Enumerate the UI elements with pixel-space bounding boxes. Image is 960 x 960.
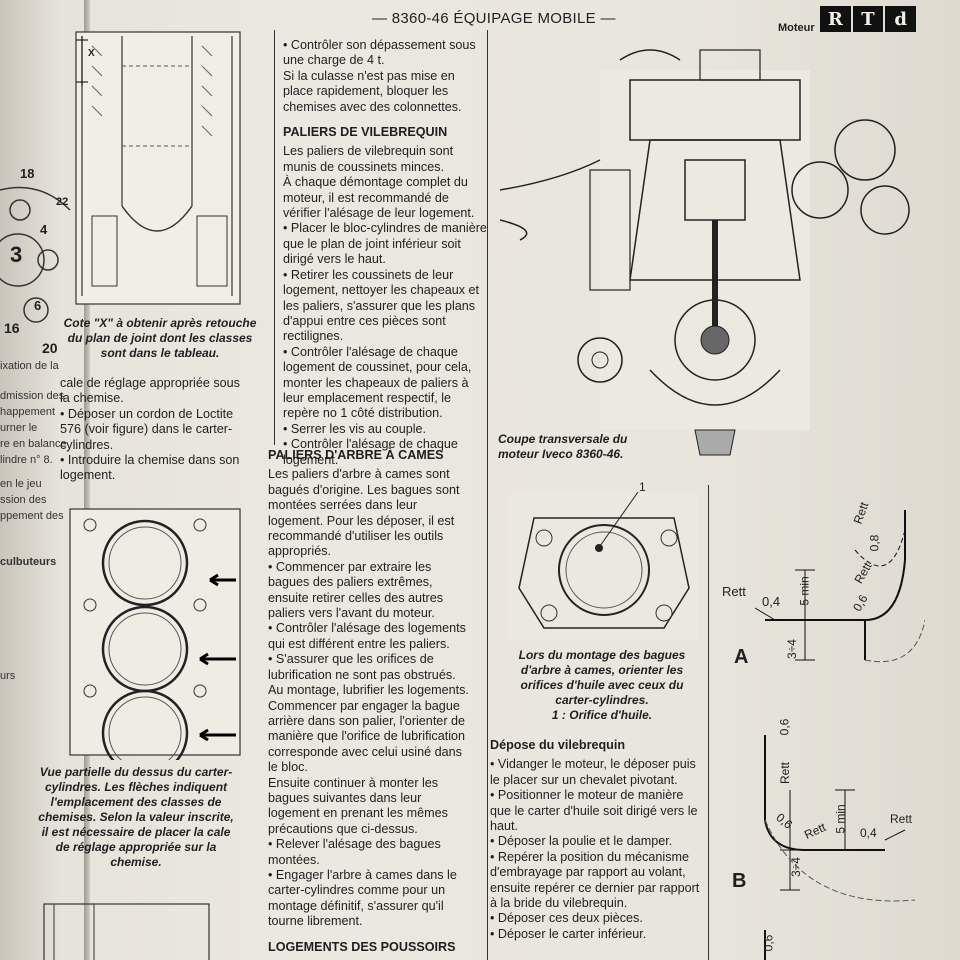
partial-figure-bottom <box>43 903 210 960</box>
left-column-text: cale de réglage appropriée sous la chemi… <box>60 376 250 484</box>
diagram-label-b: B <box>732 870 747 892</box>
paragraph: • Déposer ces deux pièces. <box>490 911 643 926</box>
cylinder-torque-diagram <box>0 186 71 323</box>
paragraph: • Contrôler l'alésage de chaque logement… <box>283 344 472 421</box>
dimension-label: 3÷4 <box>784 639 799 659</box>
column-paliers-vilebrequin: • Contrôler son dépassement sous une cha… <box>283 38 488 468</box>
caption-crankcase-top-view: Vue partielle du dessus du carter-cylind… <box>38 765 234 869</box>
paragraph: • Placer le bloc-cylindres de manière qu… <box>283 221 487 267</box>
paragraph: Les paliers de vilebrequin sont munis de… <box>283 144 454 174</box>
dimension-label: 0,6 <box>777 718 792 736</box>
margin-text: culbuteurs <box>0 556 57 568</box>
margin-text: ppement des <box>0 510 64 522</box>
paragraph: cale de réglage appropriée sous la chemi… <box>60 376 240 406</box>
margin-text: lindre n° 8. <box>0 454 53 466</box>
engine-cross-section-figure <box>500 49 910 456</box>
paragraph: • Commencer par extraire les bagues des … <box>268 559 443 621</box>
paragraph: • Contrôler son dépassement sous une cha… <box>283 38 476 68</box>
section-label: Moteur <box>778 22 815 34</box>
column-rule <box>487 30 488 960</box>
section-heading: Dépose du vilebrequin <box>490 738 626 752</box>
dimension-label: 0,4 <box>860 826 877 840</box>
bolt-number: 4 <box>40 222 48 237</box>
dimension-label: 5 min <box>833 804 848 834</box>
paragraph: • Engager l'arbre à cames dans le carter… <box>268 867 457 929</box>
block-section-figure <box>75 31 241 305</box>
paragraph: • Positionner le moteur de manière que l… <box>490 788 698 834</box>
rtd-logo: R T d <box>820 6 917 32</box>
paragraph: • Vidanger le moteur, le déposer puis le… <box>490 757 696 787</box>
paragraph: • S'assurer que les orifices de lubrific… <box>268 652 456 682</box>
paragraph: • Contrôler l'alésage des logements qui … <box>268 621 466 651</box>
margin-text: urner le <box>0 422 38 434</box>
diagram-label-a: A <box>734 646 749 668</box>
caption-engine-cross-section: Coupe transversale du moteur Iveco 8360-… <box>498 432 628 461</box>
paragraph: Ensuite continuer à monter les bagues su… <box>268 775 448 836</box>
column-rule <box>274 30 275 445</box>
margin-text: happement <box>0 406 56 418</box>
margin-text: dmission des <box>0 390 65 402</box>
margin-text: ixation de la <box>0 360 59 372</box>
dimension-label: Rett <box>890 812 913 826</box>
fillet-diagrams <box>754 510 925 960</box>
column-rule <box>708 485 709 960</box>
camshaft-bearing-figure <box>508 491 698 640</box>
bolt-number: 22 <box>56 196 69 208</box>
dimension-label: 0,6 <box>761 934 776 952</box>
caption-camshaft-bearing: Lors du montage des bagues d'arbre à cam… <box>503 648 701 723</box>
paragraph: • Déposer un cordon de Loctite 576 (voir… <box>60 406 234 452</box>
dimension-label: 5 min <box>797 576 812 606</box>
margin-text: re en balance <box>0 438 67 450</box>
bolt-number: 20 <box>42 340 58 356</box>
section-heading: LOGEMENTS DES POUSSOIRS <box>268 939 456 954</box>
paragraph: • Déposer la poulie et le damper. <box>490 834 673 849</box>
paragraph: • Introduire la chemise dans son logemen… <box>60 453 240 483</box>
page-header-title: — 8360-46 ÉQUIPAGE MOBILE — <box>372 10 616 27</box>
paragraph: Au montage, lubrifier les logements. Com… <box>268 683 469 775</box>
page-fold <box>84 0 90 960</box>
paragraph: • Relever l'alésage des bagues montées. <box>268 837 441 867</box>
margin-text: en le jeu <box>0 478 42 490</box>
caption-text: Lors du montage des bagues d'arbre à cam… <box>518 648 686 707</box>
paragraph: Les paliers d'arbre à cames sont bagués … <box>268 467 460 559</box>
paragraph: Si la culasse n'est pas mise en place ra… <box>283 68 462 114</box>
section-heading: PALIERS DE VILEBREQUIN <box>283 125 448 140</box>
logo-letter: R <box>820 6 851 32</box>
paragraph: • Contrôler l'alésage de chaque logement… <box>283 437 458 467</box>
dimension-label: 0,4 <box>762 594 781 609</box>
logo-letter: T <box>852 6 884 32</box>
bolt-number: 18 <box>20 166 35 181</box>
margin-text: urs <box>0 670 16 682</box>
dimension-label: 0,8 <box>867 534 882 552</box>
dimension-label: 3÷4 <box>788 857 803 877</box>
paragraph: • Repérer la position du mécanisme d'emb… <box>490 849 700 911</box>
dimension-label: Rett <box>722 584 746 599</box>
paragraph: • Déposer le carter inférieur. <box>490 926 647 941</box>
caption-legend: 1 : Orifice d'huile. <box>551 708 653 722</box>
column-depose-vilebrequin: Dépose du vilebrequin • Vidanger le mote… <box>490 738 705 942</box>
column-paliers-arbre-cames: PALIERS D'ARBRE À CAMES Les paliers d'ar… <box>268 448 473 959</box>
dimension-x-label: X <box>88 48 95 59</box>
bolt-number: 6 <box>34 298 42 313</box>
callout-number: 1 <box>639 480 646 494</box>
paragraph: À chaque démontage complet du moteur, il… <box>283 175 475 221</box>
bolt-number: 3 <box>10 242 23 267</box>
section-heading: PALIERS D'ARBRE À CAMES <box>268 448 444 462</box>
dimension-label: Rett <box>778 761 793 785</box>
crankcase-top-view-figure <box>69 508 241 760</box>
paragraph: • Retirer les coussinets de leur logemen… <box>283 267 480 344</box>
paragraph: • Serrer les vis au couple. <box>283 421 427 436</box>
logo-letter: d <box>885 6 917 32</box>
caption-block-section: Cote "X" à obtenir après retouche du pla… <box>63 316 257 360</box>
margin-text: ssion des <box>0 494 47 506</box>
bolt-number: 16 <box>4 320 20 336</box>
